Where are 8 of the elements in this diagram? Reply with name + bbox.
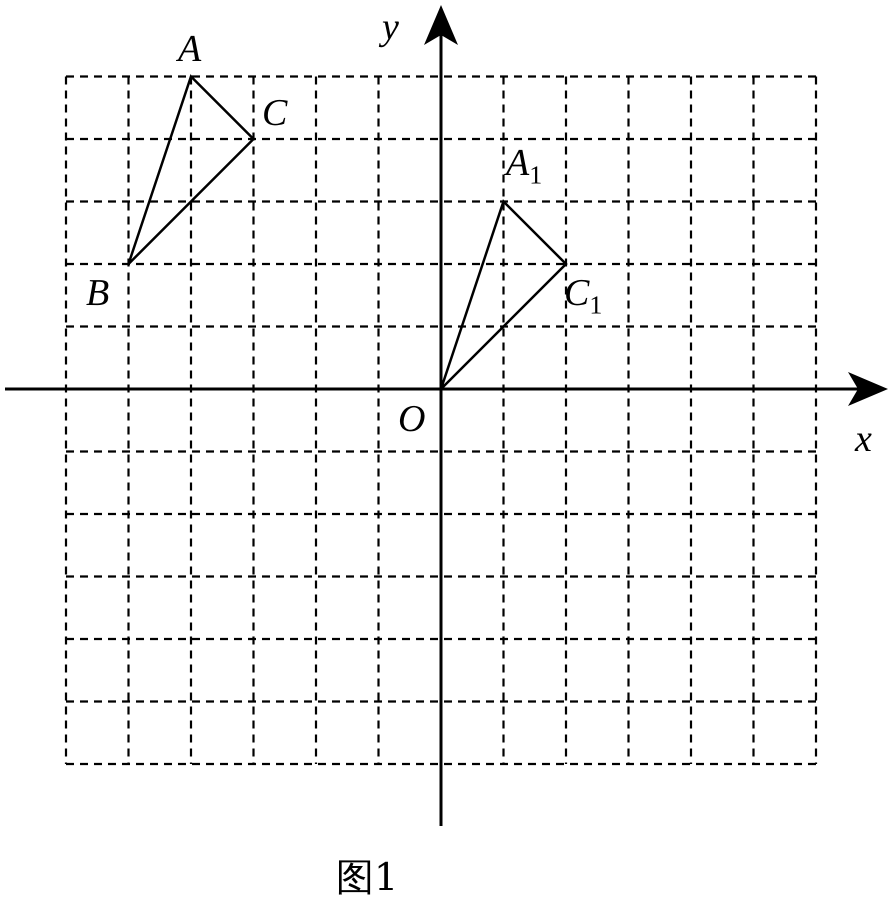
point-label: C$_{1}$ bbox=[564, 274, 602, 319]
axis-label: x bbox=[855, 420, 872, 458]
origin-label: O bbox=[398, 400, 426, 438]
point-label: A$_{1}$ bbox=[506, 144, 542, 189]
point-label: A bbox=[178, 30, 202, 68]
point-label: C bbox=[262, 94, 288, 132]
figure-caption: 图1 bbox=[336, 858, 398, 896]
point-label: B bbox=[86, 274, 110, 312]
